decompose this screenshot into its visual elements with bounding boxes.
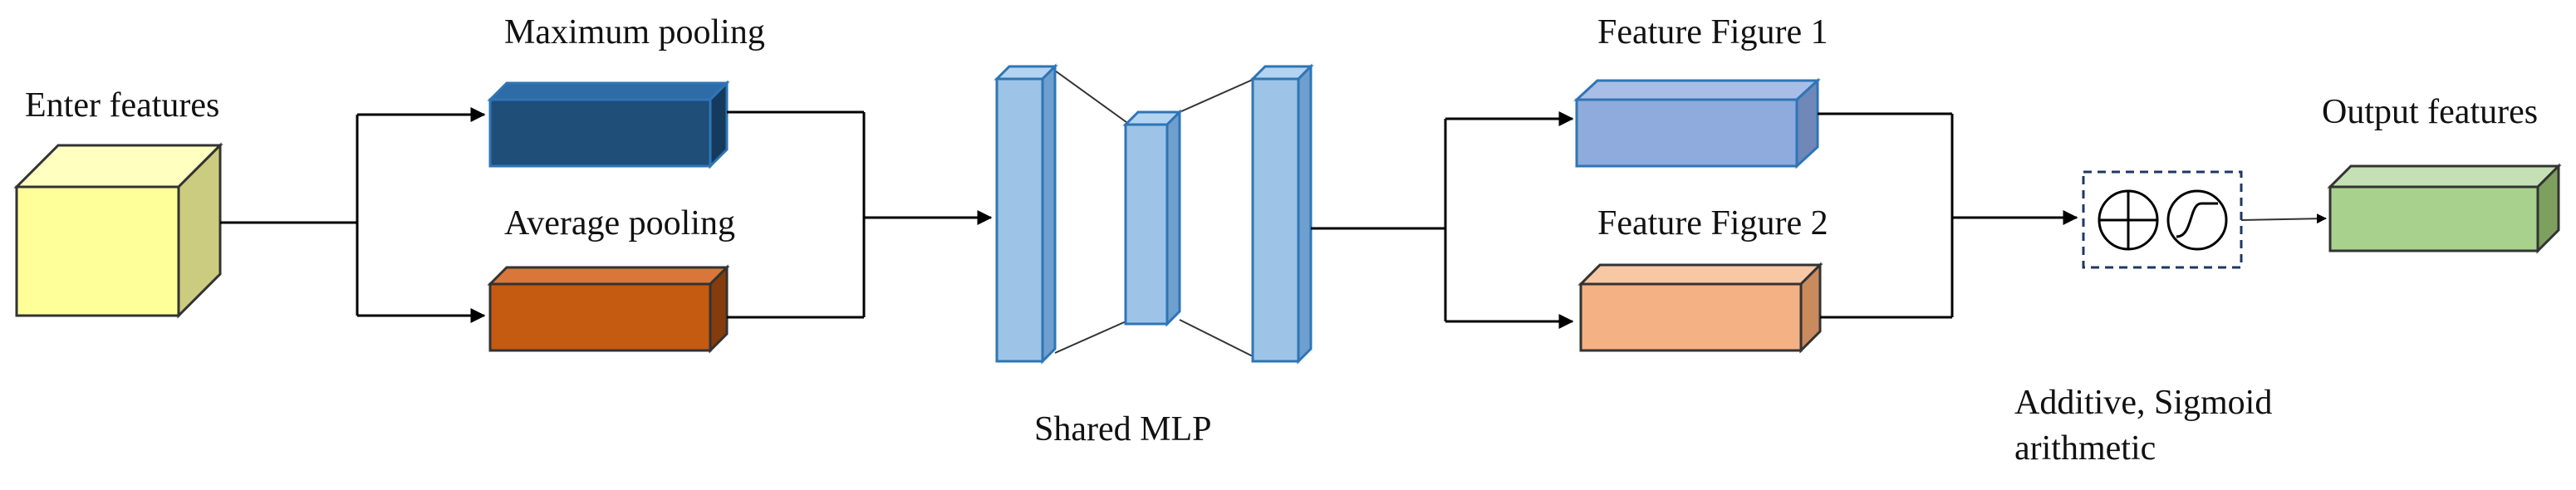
input-connector — [220, 107, 486, 323]
input-features-cube — [13, 142, 223, 319]
avg-pooling-block — [487, 264, 730, 354]
features-to-op-connector — [1818, 112, 2078, 319]
feature-figure-1-label: Feature Figure 1 — [1597, 13, 1828, 51]
shared-mlp-label: Shared MLP — [1034, 410, 1212, 448]
mlp-to-features-connector — [1311, 111, 1574, 329]
max-pooling-label: Maximum pooling — [504, 13, 765, 51]
operation-label-line2: arithmetic — [2014, 429, 2156, 468]
feature-figure-2-label: Feature Figure 2 — [1597, 204, 1828, 243]
feature-figure-1-block — [1573, 77, 1821, 169]
shared-mlp — [994, 63, 1314, 365]
output-features-block — [2327, 163, 2562, 254]
operation-label-line1: Additive, Sigmoid — [2014, 384, 2272, 422]
input-features-label: Enter features — [25, 86, 219, 125]
output-features-label: Output features — [2322, 93, 2538, 131]
avg-pooling-label: Average pooling — [504, 204, 735, 243]
add-sigmoid-operation — [2082, 170, 2243, 269]
mlp-output-layer — [1249, 63, 1314, 365]
mlp-input-layer — [994, 63, 1058, 365]
add-icon — [2098, 189, 2159, 251]
max-pooling-block — [487, 80, 730, 169]
op-to-output-arrow — [2240, 213, 2327, 224]
mlp-hidden-layer — [1122, 109, 1183, 327]
pooling-to-mlp-connector — [727, 110, 993, 319]
sigmoid-icon — [2166, 189, 2228, 251]
feature-figure-2-block — [1577, 262, 1823, 354]
